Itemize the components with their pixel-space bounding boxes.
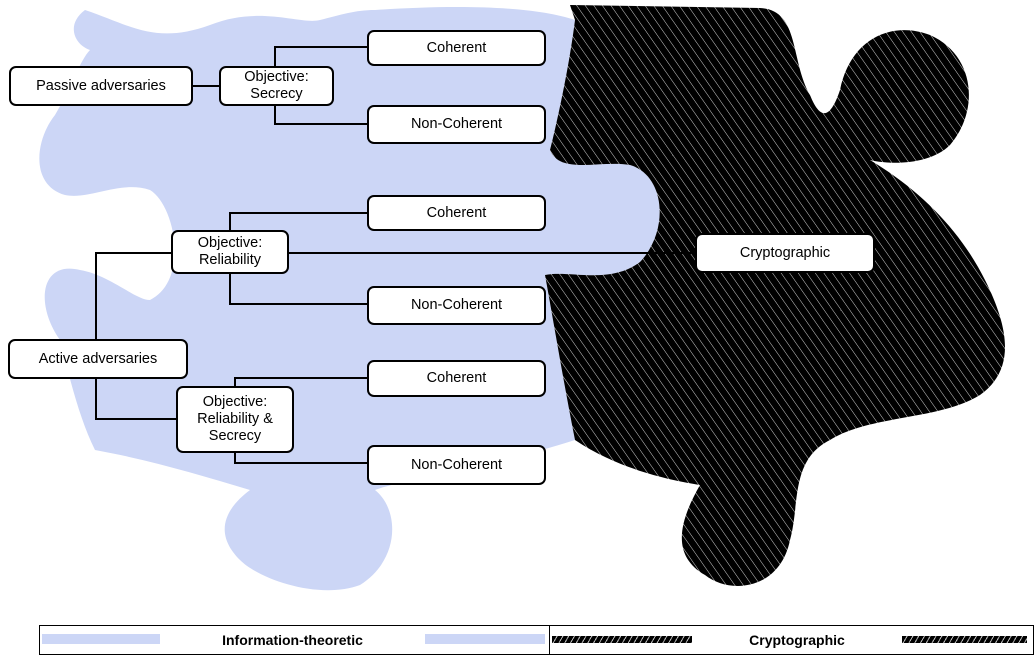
node-noncoherent-1: Non-Coherent bbox=[367, 105, 546, 144]
connector-active-relsec bbox=[95, 378, 177, 420]
legend-swatch-crypto-left bbox=[552, 636, 692, 643]
legend-cryptographic: Cryptographic bbox=[550, 626, 1032, 654]
node-noncoherent-3: Non-Coherent bbox=[367, 445, 546, 485]
node-active-adversaries: Active adversaries bbox=[8, 339, 188, 379]
legend-info-theoretic: Information-theoretic bbox=[40, 626, 550, 654]
connector-reliability-noncoherent bbox=[229, 273, 368, 305]
node-coherent-3: Coherent bbox=[367, 360, 546, 397]
connector-active-reliability bbox=[95, 252, 172, 340]
node-objective-reliability-secrecy: Objective: Reliability & Secrecy bbox=[176, 386, 294, 453]
connector-reliability-coherent bbox=[229, 212, 368, 231]
cryptographic-puzzle-piece bbox=[545, 5, 1005, 586]
node-coherent-1: Coherent bbox=[367, 30, 546, 66]
node-objective-secrecy: Objective: Secrecy bbox=[219, 66, 334, 106]
legend-label-cryptographic: Cryptographic bbox=[749, 632, 845, 648]
connector-relsec-noncoherent bbox=[234, 452, 368, 464]
node-noncoherent-2: Non-Coherent bbox=[367, 286, 546, 325]
node-cryptographic: Cryptographic bbox=[695, 233, 875, 273]
legend: Information-theoretic Cryptographic bbox=[39, 625, 1034, 655]
legend-label-info-theoretic: Information-theoretic bbox=[222, 632, 363, 648]
connector-relsec-coherent bbox=[234, 377, 368, 387]
connector-secrecy-coherent bbox=[274, 46, 368, 67]
node-passive-adversaries: Passive adversaries bbox=[9, 66, 193, 106]
legend-swatch-info-left bbox=[42, 634, 160, 644]
legend-swatch-crypto-right bbox=[902, 636, 1027, 643]
connector-secrecy-noncoherent bbox=[274, 104, 368, 125]
node-coherent-2: Coherent bbox=[367, 195, 546, 231]
node-objective-reliability: Objective: Reliability bbox=[171, 230, 289, 274]
connectors bbox=[95, 46, 695, 464]
legend-swatch-info-right bbox=[425, 634, 545, 644]
